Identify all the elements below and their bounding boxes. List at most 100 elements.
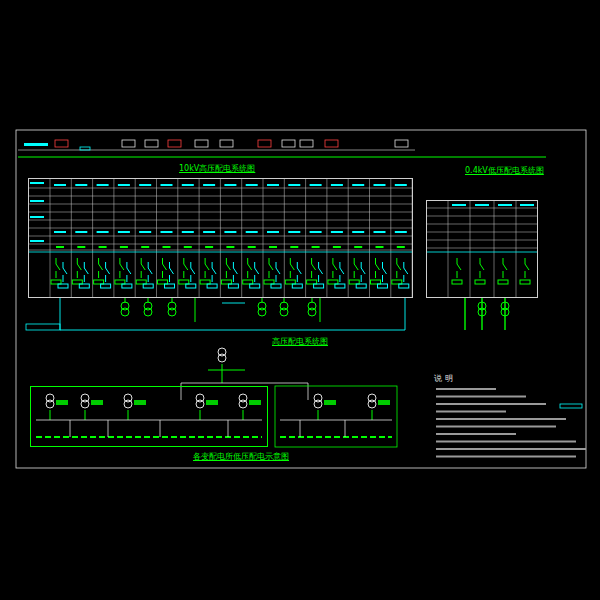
wire-line — [426, 208, 538, 209]
wire-line — [220, 178, 221, 298]
cell-mark — [120, 246, 128, 248]
wire-line — [280, 436, 392, 438]
wire-line — [426, 248, 538, 249]
transformer-symbol — [121, 302, 129, 316]
outline-rect — [258, 140, 271, 147]
cell-mark — [97, 184, 109, 186]
outline-rect — [26, 324, 60, 330]
cell-mark — [54, 231, 66, 233]
wire-line — [426, 232, 538, 233]
cell-mark — [139, 184, 151, 186]
wire-line — [345, 420, 346, 437]
cell-mark — [139, 231, 151, 233]
switch-symbol — [475, 258, 485, 284]
note-line — [436, 388, 496, 390]
cell-mark — [288, 231, 300, 233]
wire-line — [177, 178, 178, 298]
meter-mark — [206, 400, 218, 405]
transformer-symbol — [280, 302, 288, 316]
cell-mark — [54, 184, 66, 186]
switch-symbol — [179, 258, 189, 284]
sheet-frame — [16, 130, 586, 468]
wire-line — [284, 178, 285, 298]
cell-mark — [267, 231, 279, 233]
wire-line — [50, 410, 51, 420]
switch-symbol — [136, 258, 146, 284]
cell-mark — [310, 231, 322, 233]
wire-line — [128, 410, 129, 420]
wire-line — [516, 200, 517, 298]
note-line — [436, 426, 556, 428]
wire-line — [195, 298, 196, 322]
cell-mark — [246, 231, 258, 233]
wire-line — [280, 420, 392, 421]
switch-symbol — [498, 258, 508, 284]
cell-mark — [224, 184, 236, 186]
cell-mark — [333, 246, 341, 248]
cell-mark — [161, 184, 173, 186]
switch-symbol — [94, 258, 104, 284]
wire-line — [28, 252, 413, 253]
switch-symbol — [101, 262, 111, 288]
note-line — [436, 456, 576, 458]
wire-line — [70, 420, 71, 437]
cell-mark — [520, 204, 534, 206]
switch-symbol — [285, 258, 295, 284]
wire-line — [92, 178, 93, 298]
switch-symbol — [250, 262, 260, 288]
wire-line — [308, 383, 309, 400]
cell-mark — [141, 246, 149, 248]
transformer-symbol — [124, 394, 132, 408]
cell-mark — [352, 231, 364, 233]
switch-symbol — [200, 258, 210, 284]
cell-mark — [452, 204, 466, 206]
row-head-mark — [30, 200, 44, 202]
cell-mark — [310, 184, 322, 186]
wire-line — [426, 240, 538, 241]
switch-symbol — [328, 258, 338, 284]
meter-mark — [134, 400, 146, 405]
cell-mark — [395, 184, 407, 186]
cell-mark — [376, 246, 384, 248]
wire-line — [241, 178, 242, 298]
meter-mark — [249, 400, 261, 405]
table-box: 0.4kV低压配电系统图 — [426, 200, 538, 298]
wire-line — [243, 410, 244, 420]
cell-mark — [161, 231, 173, 233]
cell-mark — [374, 184, 386, 186]
wire-line — [369, 178, 370, 298]
wire-line — [60, 330, 405, 331]
wire-line — [71, 178, 72, 298]
note-line — [436, 396, 526, 398]
meter-mark — [324, 400, 336, 405]
switch-symbol — [349, 258, 359, 284]
cell-mark — [205, 246, 213, 248]
cell-mark — [226, 246, 234, 248]
wire-line — [390, 178, 391, 298]
note-line — [436, 441, 576, 443]
wire-line — [481, 298, 482, 330]
cell-mark — [498, 204, 512, 206]
wire-line — [348, 178, 349, 298]
meter-mark — [91, 400, 103, 405]
cell-mark — [203, 184, 215, 186]
note-line — [436, 418, 566, 420]
table-box: 10kV高压配电系统图 — [28, 178, 413, 298]
wire-line — [199, 178, 200, 298]
transformer-symbol — [501, 302, 509, 316]
wire-line — [208, 370, 245, 371]
wire-line — [135, 178, 136, 298]
cell-mark — [77, 246, 85, 248]
transformer-symbol — [46, 394, 54, 408]
outline-rect — [195, 140, 208, 147]
cell-mark — [290, 246, 298, 248]
transformer-symbol — [239, 394, 247, 408]
outline-rect — [168, 140, 181, 147]
cell-mark — [56, 246, 64, 248]
switch-symbol — [307, 258, 317, 284]
wire-line — [305, 178, 306, 298]
cell-mark — [331, 184, 343, 186]
switch-symbol — [58, 262, 68, 288]
switch-symbol — [378, 262, 388, 288]
